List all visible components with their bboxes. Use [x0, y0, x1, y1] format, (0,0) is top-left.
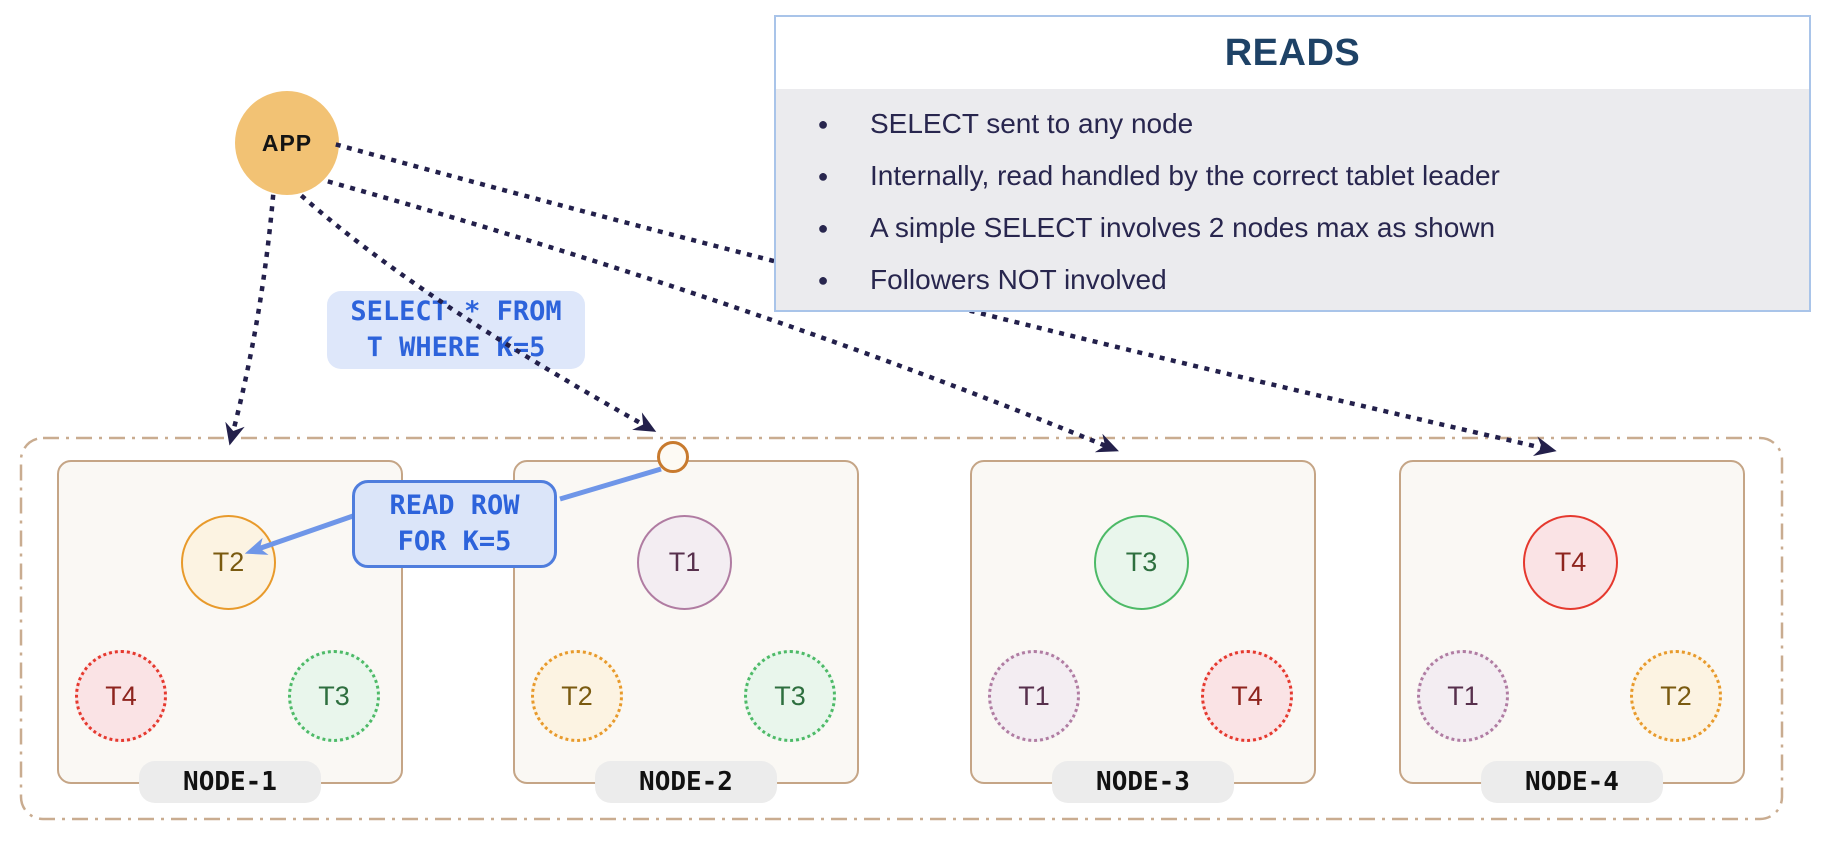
node-4-label: NODE-4: [1481, 761, 1663, 803]
bullet-text: Internally, read handled by the correct …: [870, 160, 1500, 191]
tablet-circle: T2: [1630, 650, 1722, 742]
reads-bullet-item: ● SELECT sent to any node: [776, 98, 1809, 150]
bullet-icon: ●: [817, 113, 829, 134]
tablet-circle: T3: [1094, 515, 1189, 610]
reads-bullet-item: ● Internally, read handled by the correc…: [776, 150, 1809, 202]
tablet-circle: T1: [1417, 650, 1509, 742]
bullet-text: A simple SELECT involves 2 nodes max as …: [870, 212, 1496, 243]
reads-bullet-item: ● A simple SELECT involves 2 nodes max a…: [776, 202, 1809, 254]
app-circle: APP: [235, 91, 339, 195]
node-2-label: NODE-2: [595, 761, 777, 803]
bullet-icon: ●: [817, 165, 829, 186]
select-query-line1: SELECT * FROM: [350, 296, 562, 327]
reads-panel-body: ● SELECT sent to any node ● Internally, …: [776, 89, 1809, 310]
tablet-circle: T1: [637, 515, 732, 610]
tablet-circle: T2: [531, 650, 623, 742]
bullet-text: SELECT sent to any node: [870, 108, 1194, 139]
reads-panel: READS ● SELECT sent to any node ● Intern…: [774, 15, 1811, 312]
reads-panel-title: READS: [1224, 31, 1361, 74]
node-3: T3 T1 T4 NODE-3: [970, 460, 1316, 803]
read-row-line2: FOR K=5: [397, 526, 512, 557]
node-3-label: NODE-3: [1052, 761, 1234, 803]
app-to-node1-dotted-arrow: [225, 194, 276, 446]
node-4: T4 T1 T2 NODE-4: [1399, 460, 1745, 803]
read-row-line1: READ ROW: [389, 490, 520, 521]
tablet-circle: T4: [1201, 650, 1293, 742]
tablet-circle: T3: [288, 650, 380, 742]
node-1-label: NODE-1: [139, 761, 321, 803]
select-query-label: SELECT * FROM T WHERE K=5: [327, 291, 585, 369]
node-2: T1 T2 T3 NODE-2: [513, 460, 859, 803]
read-row-label: READ ROW FOR K=5: [352, 480, 557, 568]
hop-point-circle: [657, 441, 689, 473]
tablet-circle: T3: [744, 650, 836, 742]
select-query-line2: T WHERE K=5: [366, 332, 546, 363]
tablet-circle: T1: [988, 650, 1080, 742]
app-label: APP: [261, 129, 313, 156]
bullet-icon: ●: [817, 217, 829, 238]
tablet-circle: T4: [1523, 515, 1618, 610]
reads-bullet-item: ● Followers NOT involved: [776, 254, 1809, 306]
tablet-circle: T4: [75, 650, 167, 742]
tablet-circle: T2: [181, 515, 276, 610]
bullet-text: Followers NOT involved: [870, 264, 1167, 295]
bullet-icon: ●: [817, 269, 829, 290]
